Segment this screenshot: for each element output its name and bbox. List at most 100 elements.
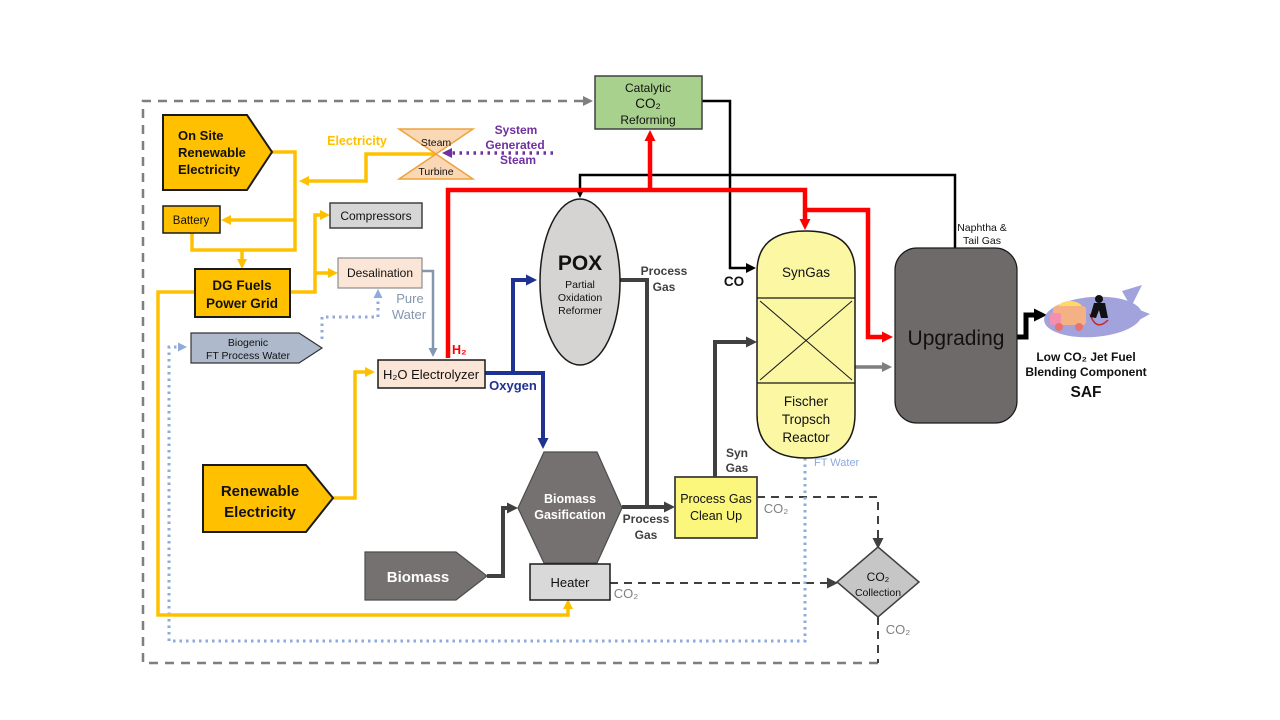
onsite-label-3: Electricity [178,162,241,177]
saf-label: SAF [1071,384,1102,401]
oxygen-to-gasifier-line [485,371,549,449]
ft-label-3: Reactor [782,430,830,445]
co2-collection-label-2: Collection [855,587,901,599]
desalination-water-line [422,269,438,357]
h2-label: H₂ [452,343,467,357]
catalytic-label-3: Reforming [620,113,675,127]
saf-output-line [1017,308,1047,340]
process-gas-gasifier-label-1: Process [623,512,670,526]
electrolyzer-label: H₂O Electrolyzer [383,367,480,382]
naphtha-tailgas-line [575,173,957,248]
h2-lines [445,130,893,358]
plane-tail [1122,285,1142,307]
truck-body [1053,306,1086,325]
pure-water-dotted-line [320,289,383,339]
truck-wheel-1 [1055,323,1063,331]
co-line [702,99,756,273]
onsite-label-1: On Site [178,128,224,143]
pox-label-3: Reformer [558,305,602,317]
worker-head [1095,295,1103,303]
h2-to-upgrading-line [805,207,893,343]
naphtha-label-1: Naphtha & [957,222,1007,234]
electricity-lines [156,150,573,617]
renewable-label-2: Electricity [224,504,296,521]
steam-turbine-node [396,128,476,180]
heater-label: Heater [550,575,590,590]
co2-heater-label: CO₂ [614,586,639,601]
catalytic-label-2: CO₂ [635,96,661,111]
saf-output-label-2: Blending Component [1025,365,1146,379]
biomass-node [364,551,488,601]
process-gas-gasifier-label-2: Gas [635,528,658,542]
biogenic-water-node [190,332,324,364]
steam-turbine-bottom-triangle [396,153,476,180]
pox-label-2: Oxidation [558,292,603,304]
truck-wheel-2 [1075,323,1083,331]
dg-fuels-label-1: DG Fuels [212,278,271,293]
system-steam-label-1: System [495,123,538,137]
compressors-label: Compressors [340,209,411,223]
turbine-electricity-line [299,152,435,186]
biogenic-label-2: FT Process Water [206,350,291,362]
steam-label: Steam [421,137,452,149]
vessel-x-diagonal-2 [759,300,853,381]
desalination-node [337,257,423,289]
desalination-label: Desalination [347,266,413,280]
saf-output-label-1: Low CO₂ Jet Fuel [1036,350,1135,364]
cleanup-label-1: Process Gas [680,492,752,506]
h2-main-line [445,187,811,358]
naphtha-label-2: Tail Gas [963,235,1001,247]
pure-water-label-2: Water [392,307,427,322]
co2-recycle-loop [141,96,884,665]
upgrading-node [894,247,1018,424]
oxygen-to-pox-line [511,274,537,373]
jet-fuel-clipart [1044,285,1150,338]
gasification-label-2: Gasification [534,508,606,522]
renewable-electricity-node [202,464,335,533]
truck-cab [1050,313,1061,325]
syngas-feed-line [713,336,757,477]
syngas-label: SynGas [782,265,830,280]
system-boundary-dashed-line [141,96,878,665]
battery-to-grid-line [190,233,242,252]
syn-gas-label-2: Gas [726,461,749,475]
ft-label-2: Tropsch [782,412,830,427]
biomass-label: Biomass [387,569,450,586]
dg-fuels-label-2: Power Grid [206,296,278,311]
cleanup-label-2: Clean Up [690,509,742,523]
renewable-label-1: Renewable [221,483,299,500]
electricity-flow-label: Electricity [327,134,387,148]
gasification-node [517,451,623,564]
system-steam-label-3: Steam [500,153,536,167]
worker-body [1090,303,1108,318]
onsite-renewable-node [162,114,274,191]
dg-fuels-node [194,268,291,318]
catalytic-reforming-node [594,75,703,130]
pox-title: POX [558,252,602,275]
catalytic-label-1: Catalytic [625,81,671,95]
pox-label-1: Partial [565,279,595,291]
onsite-label-2: Renewable [178,145,246,160]
battery-label: Battery [173,215,210,227]
process-gas-pox-label-1: Process [641,264,688,278]
electrolyzer-node [377,359,486,389]
battery-node [162,205,221,234]
turbine-label: Turbine [418,166,453,178]
ft-label-1: Fischer [784,394,829,409]
upgrading-label: Upgrading [908,327,1005,350]
onsite-bus-line [242,150,297,252]
ft-water-dotted-line [167,342,807,643]
steam-turbine-top-triangle [396,128,476,155]
co-label: CO [724,274,744,289]
grid-to-compressors-line [290,210,330,294]
pure-water-label-1: Pure [396,291,423,306]
grid-to-heater-line [156,290,573,617]
pox-process-gas-line [618,278,649,507]
co2-collection-node [835,546,921,618]
ft-water-label: FT Water [814,457,860,469]
gasification-label-1: Biomass [544,492,596,506]
process-gas-lines [487,278,757,578]
pox-node [539,198,621,366]
